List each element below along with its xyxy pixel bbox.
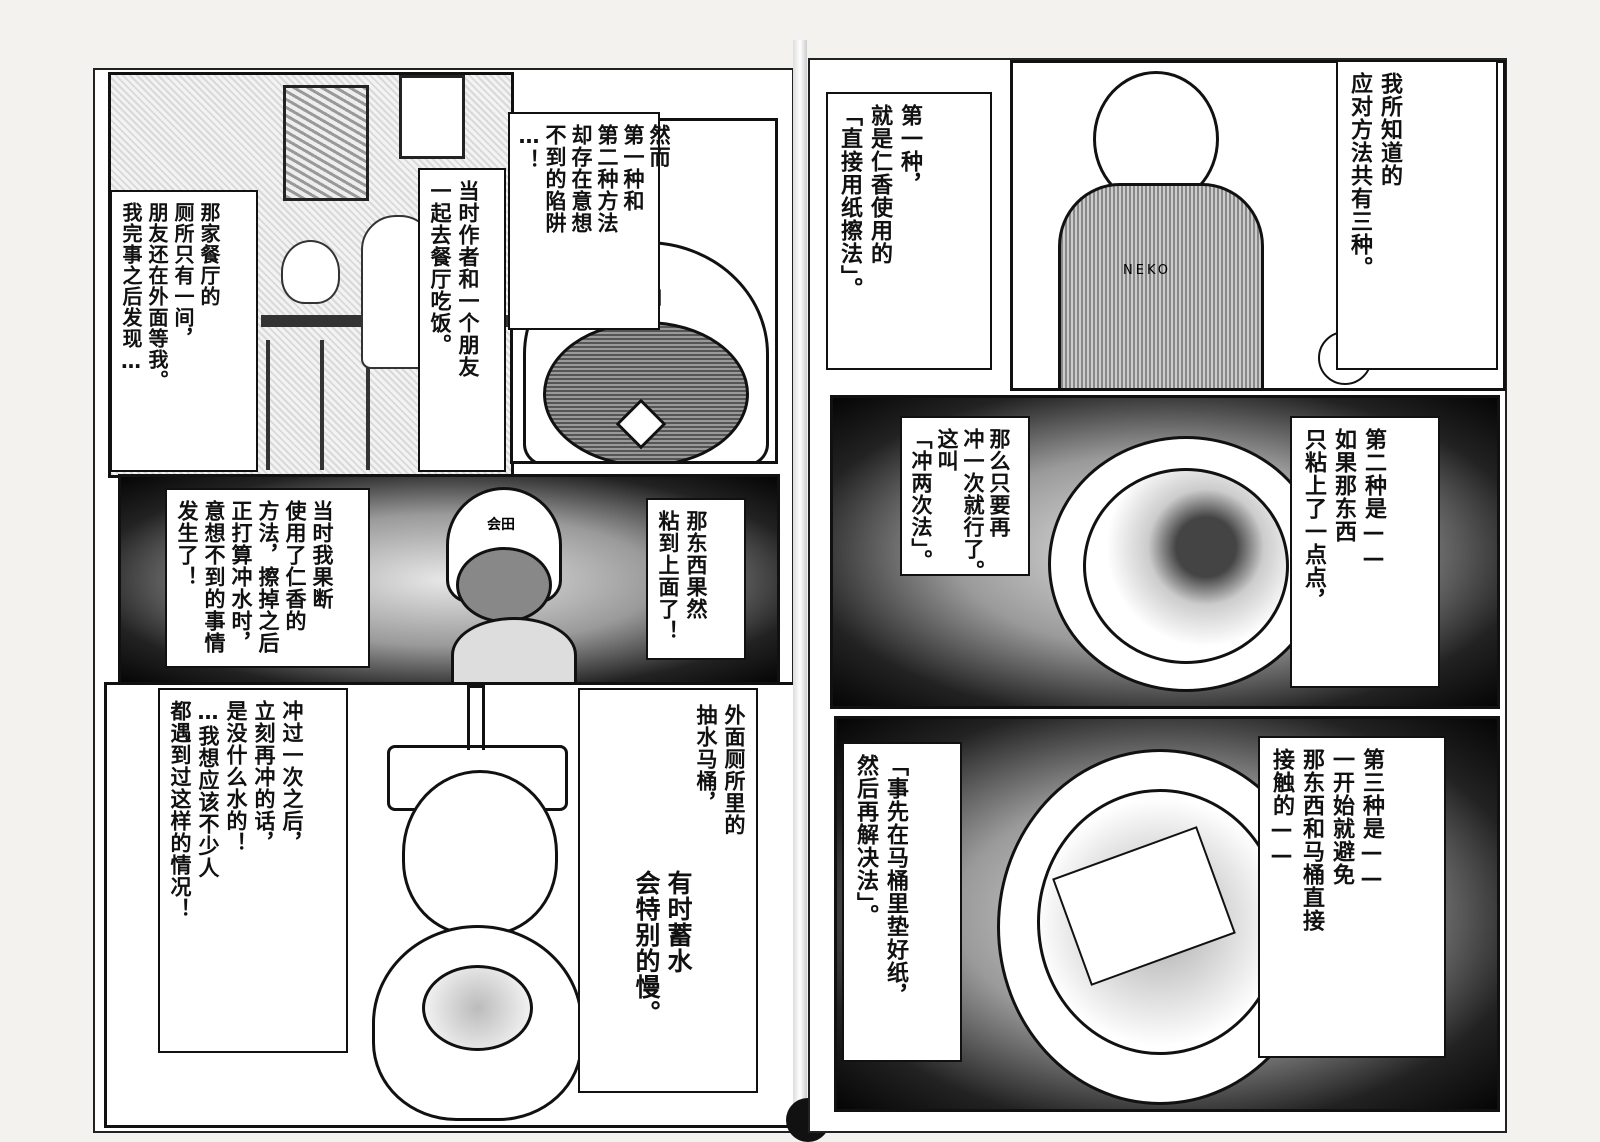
caption-text: 当时作者和一个朋友 一起去餐厅吃饭。 [428,180,480,378]
stool [266,340,324,470]
speech-text: 那东西果然 粘到上面了！ [656,510,708,642]
toilet-bowl [372,925,583,1121]
toilet-inner [1083,468,1289,664]
caption-text: 「事先在马桶里垫好纸， 然后再解决法」。 [853,754,908,1007]
caption-text: 然而 第一种和 第二种方法 却存在意想 不到的陷阱 …！ [517,124,671,234]
author-mascot-head [281,240,340,304]
caption-box: 第三种是—— 一开始就避免 那东西和马桶直接 接触的—— [1258,736,1446,1058]
caption-text: 那么只要再 冲一次就行了。 这叫 「冲两次法」。 [909,428,1011,582]
caption-text: 第三种是—— 一开始就避免 那东西和马桶直接 接触的—— [1269,748,1384,932]
speech-box: 那东西果然 粘到上面了！ [646,498,746,660]
toilet-lid [402,770,558,936]
narration-box: 外面厕所里的 抽水马桶， 有时蓄水 会特别的慢。 [578,688,758,1093]
hat-label: 会田 [487,517,515,533]
caption-text: 第二种是—— 如果那东西 只粘上了一点点， [1301,428,1386,612]
speech-box: 当时我果断 使用了仁香的 方法，擦掉之后 正打算冲水时， 意想不到的事情 发生了… [165,488,370,668]
caption-box: 我所知道的 应对方法共有三种。 [1336,60,1498,370]
shirt-text: NEKO [1123,263,1171,278]
toilet-hole [422,965,533,1051]
narration-text: 外面厕所里的 抽水马桶， [694,704,746,836]
mascot-face [456,547,552,623]
caption-box: 第二种是—— 如果那东西 只粘上了一点点， [1290,416,1440,688]
book-spine [793,40,807,1129]
flush-pipe [467,685,485,750]
toilet-seat [451,617,577,683]
caption-box: 当时作者和一个朋友 一起去餐厅吃饭。 [418,168,506,472]
caption-text: 我所知道的 应对方法共有三种。 [1347,72,1402,279]
caption-box: 「事先在马桶里垫好纸， 然后再解决法」。 [842,742,962,1062]
narration-text: 冲过一次之后， 立刻再冲的话， 是没什么水的！ …我想应该不少人 都遇到过这样的… [168,700,304,920]
narration-box: 冲过一次之后， 立刻再冲的话， 是没什么水的！ …我想应该不少人 都遇到过这样的… [158,688,348,1053]
narration-box: 那家餐厅的 厕所只有一间， 朋友还在外面等我。 我完事之后发现… [110,190,258,472]
stool [366,360,424,470]
picture-frame [399,75,465,159]
speech-text: 当时我果断 使用了仁香的 方法，擦掉之后 正打算冲水时， 意想不到的事情 发生了… [175,500,334,654]
caption-box: 第一种， 就是仁香使用的 「直接用纸擦法」。 [826,92,992,370]
narration-text: 那家餐厅的 厕所只有一间， 朋友还在外面等我。 我完事之后发现… [119,202,221,391]
character-body [1058,183,1264,388]
caption-box: 然而 第一种和 第二种方法 却存在意想 不到的陷阱 …！ [508,112,671,330]
narration-text: 有时蓄水 会特别的慢。 [632,870,693,1026]
caption-box: 那么只要再 冲一次就行了。 这叫 「冲两次法」。 [900,416,1030,582]
caption-text: 第一种， 就是仁香使用的 「直接用纸擦法」。 [837,104,922,300]
window-frame [283,85,369,201]
